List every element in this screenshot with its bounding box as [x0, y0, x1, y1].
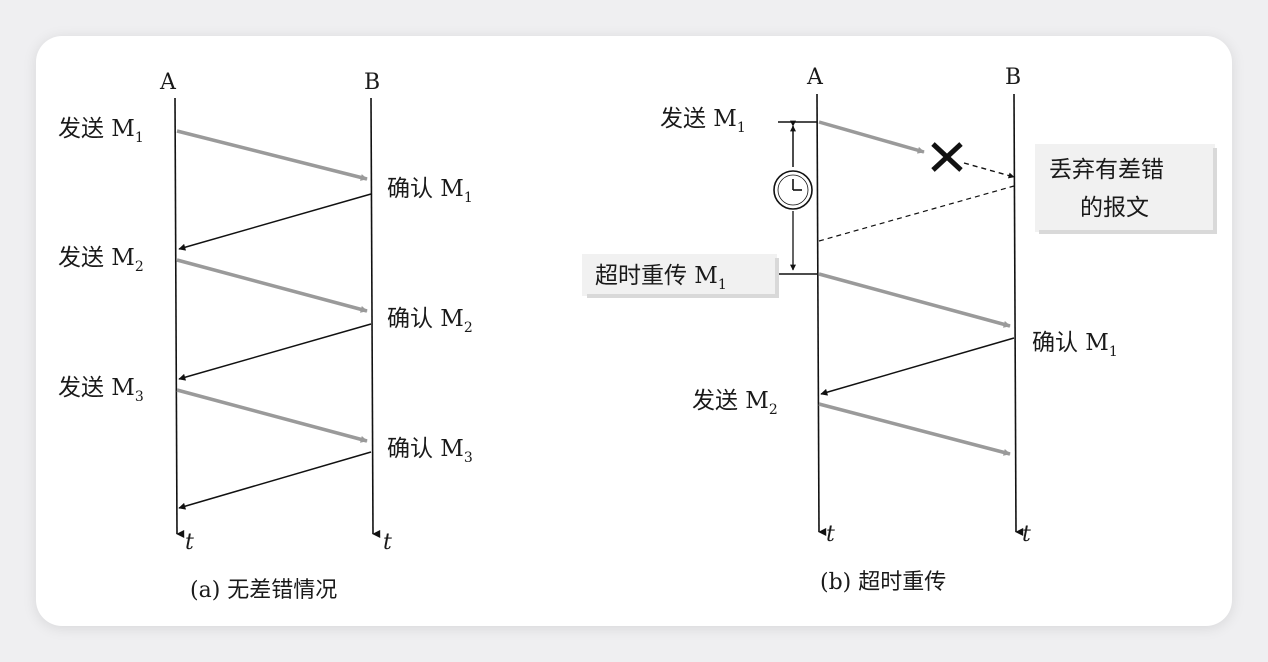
timeline-b: [1013, 93, 1024, 536]
ack-arrow-m2: [178, 323, 372, 381]
caption-b: (b) 超时重传: [820, 570, 946, 595]
data-arrow-m1-lost: [818, 120, 925, 154]
data-arrow-m1-retransmit: [818, 272, 1011, 328]
ack-m2-label: 确认 M2: [387, 306, 473, 336]
ack-m1-label: 确认 M1: [1032, 330, 1118, 360]
discard-callout: 丢弃有差错 的报文: [1035, 144, 1217, 234]
timer-clock-icon: [773, 170, 813, 210]
node-b-label: B: [1005, 65, 1021, 90]
ack-m1-label: 确认 M1: [387, 176, 473, 206]
error-cross-icon: [931, 142, 963, 172]
time-axis-label-b: t: [1022, 522, 1031, 547]
discard-pointer: [963, 162, 1015, 179]
retransmit-m1-label: 超时重传 M1: [595, 263, 727, 293]
discard-text-line1: 丢弃有差错: [1049, 157, 1164, 183]
time-axis-label-b: t: [383, 530, 392, 555]
discard-text-line2: 的报文: [1080, 195, 1149, 221]
ack-arrow-m3: [178, 451, 372, 510]
timeline-a: [174, 97, 185, 538]
send-m1-label: 发送 M1: [660, 106, 746, 136]
send-m1-label: 发送 M1: [58, 116, 144, 146]
ack-arrow-m1: [178, 193, 372, 251]
caption-a: (a) 无差错情况: [190, 578, 337, 603]
data-arrow-m3: [176, 388, 368, 443]
timeline-b: [370, 97, 381, 538]
node-b-label: B: [364, 70, 380, 95]
panel-b: A B t t: [582, 65, 1217, 595]
ack-m3-label: 确认 M3: [387, 436, 473, 466]
time-axis-label-a: t: [826, 522, 835, 547]
diagram-card: A B t t 发送 M1 发送 M2 发送 M3 确认 M1 确认 M2 确认…: [36, 36, 1232, 626]
send-m3-label: 发送 M3: [58, 375, 144, 405]
send-m2-label: 发送 M2: [58, 245, 144, 275]
node-a-label: A: [159, 70, 177, 95]
panel-a: A B t t 发送 M1 发送 M2 发送 M3 确认 M1 确认 M2 确认…: [58, 70, 473, 603]
send-m2-label: 发送 M2: [692, 388, 778, 418]
timeout-dashed-line: [818, 185, 1015, 242]
data-arrow-m1: [176, 129, 368, 181]
retransmit-callout: 超时重传 M1: [582, 254, 779, 298]
time-axis-label-a: t: [185, 530, 194, 555]
timeline-a: [816, 93, 827, 536]
ack-arrow-m1: [820, 337, 1015, 396]
stop-and-wait-diagram: A B t t 发送 M1 发送 M2 发送 M3 确认 M1 确认 M2 确认…: [58, 65, 1217, 603]
data-arrow-m2: [176, 258, 368, 313]
data-arrow-m2: [818, 402, 1011, 456]
node-a-label: A: [806, 65, 824, 90]
